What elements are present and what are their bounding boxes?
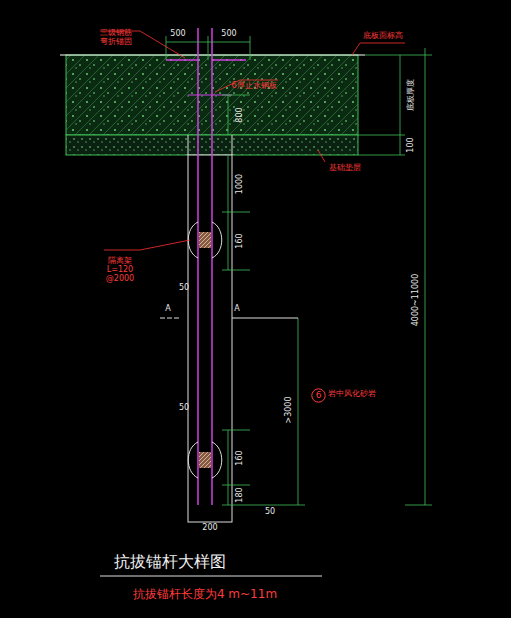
annotation: 底板面标高	[363, 32, 403, 41]
dimension-text: 800	[236, 107, 245, 122]
dimension-text: 500	[170, 30, 185, 39]
callout-number: 6	[316, 391, 322, 400]
dimension-text: 1000	[236, 174, 245, 194]
annotation: 隔离架 L=120 @2000	[100, 257, 140, 283]
dimension-text: 180	[236, 487, 245, 502]
dimension-text: A	[165, 305, 170, 314]
dimension-text: 160	[236, 450, 245, 465]
dimension-text: >3000	[285, 396, 294, 423]
dimension-text: 200	[202, 524, 217, 533]
annotation: 基础垫层	[329, 164, 361, 173]
annotation: 6厚止水钢板	[231, 82, 276, 91]
dimension-text: 50	[265, 508, 275, 517]
callout-circle: 6	[311, 388, 326, 403]
dimension-text: A	[234, 305, 239, 314]
dimension-text: 500	[221, 30, 236, 39]
rock-layer-note: 岩中风化砂岩	[328, 390, 376, 399]
dimension-text: 50	[179, 284, 189, 293]
dimension-text: 50	[179, 404, 189, 413]
drawing-title: 抗拔锚杆大样图	[114, 553, 226, 571]
dimension-text: 160	[236, 233, 245, 248]
drawing-caption: 抗拔锚杆长度为4 m~11m	[133, 588, 277, 601]
dimension-text: 底板厚度	[407, 79, 416, 111]
dimension-text: 4000~11000	[412, 274, 421, 327]
dimension-text: 100	[407, 137, 416, 152]
annotation: 三级钢筋 弯折锚固	[96, 29, 136, 47]
